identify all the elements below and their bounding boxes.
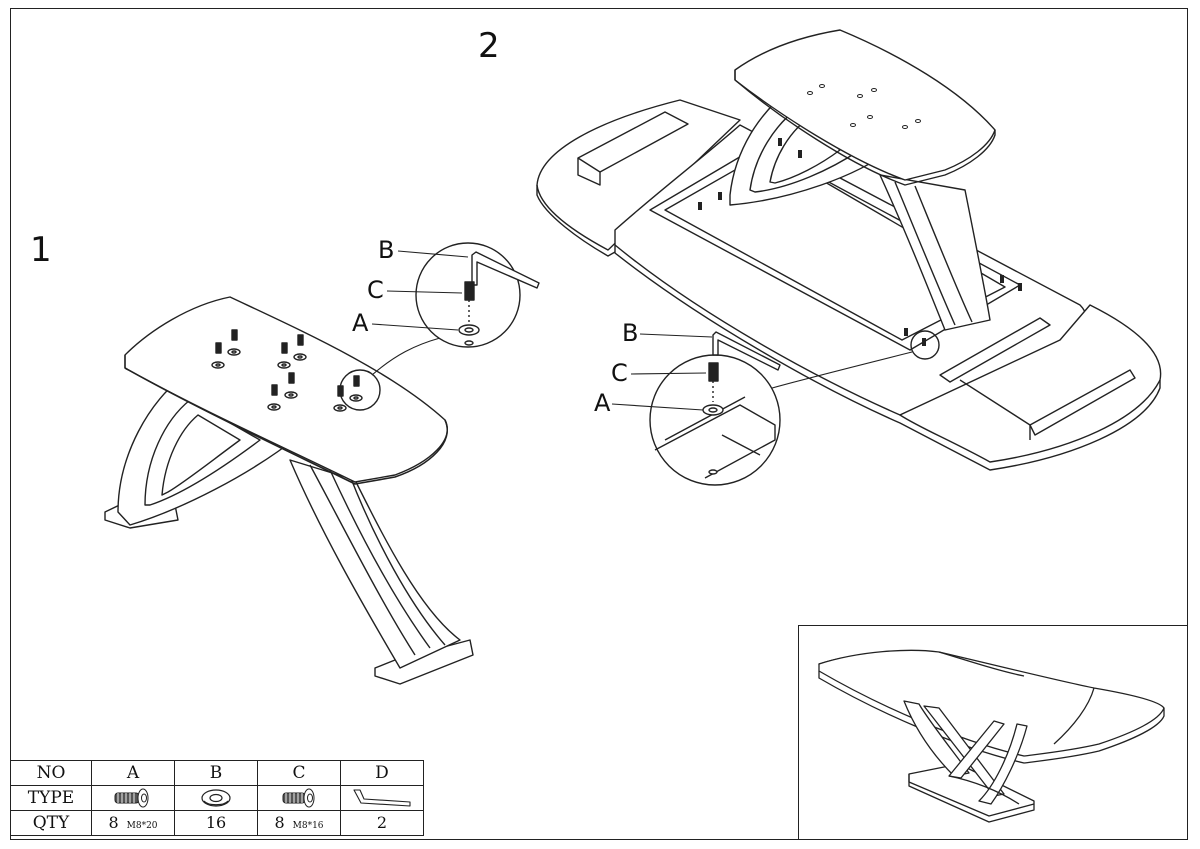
hardware-parts-table: NO A B C D TYPE — [10, 760, 424, 836]
step2-bolt — [708, 362, 719, 382]
table-row-no: NO A B C D — [10, 760, 424, 786]
part-b-type — [174, 785, 258, 811]
bolt-icon — [282, 788, 315, 808]
part-a-qty-value: 8 — [108, 813, 119, 832]
step2-detail-marker — [910, 330, 940, 360]
step1-table-assembly — [104, 242, 540, 685]
part-a-qty: 8 M8*20 — [91, 810, 175, 836]
step1-callout-a: A — [352, 309, 369, 337]
part-a-type — [91, 785, 175, 811]
step2-magnified-detail — [611, 331, 781, 486]
part-d-qty: 2 — [340, 810, 424, 836]
part-d-no: D — [340, 760, 424, 786]
step2-table-assembly — [536, 29, 1162, 486]
row-label-qty: QTY — [10, 810, 92, 836]
step2-right-leaf — [899, 304, 1162, 463]
part-b-no: B — [174, 760, 258, 786]
part-c-size: M8*16 — [292, 821, 324, 831]
part-a-no: A — [91, 760, 175, 786]
table-row-type: TYPE — [10, 785, 424, 811]
part-c-qty-value: 8 — [274, 813, 285, 832]
step2-callout-b: B — [622, 319, 639, 347]
part-b-qty: 16 — [174, 810, 258, 836]
part-c-type — [257, 785, 341, 811]
table-row-qty: QTY 8 M8*20 16 8 M8*16 2 — [10, 810, 424, 836]
step1-callout-c: C — [367, 276, 384, 304]
row-label-type: TYPE — [10, 785, 92, 811]
bolt-icon — [114, 788, 149, 808]
step1-bolt — [464, 281, 475, 301]
finished-table-inset — [798, 625, 1188, 840]
instruction-sheet-border — [10, 8, 1188, 840]
step2-allen-key — [712, 331, 781, 371]
washer-icon — [201, 789, 231, 807]
step1-callout-b: B — [378, 236, 395, 264]
part-d-type — [340, 785, 424, 811]
step1-bolt-positions — [211, 329, 363, 412]
part-c-qty: 8 M8*16 — [257, 810, 341, 836]
part-a-size: M8*20 — [126, 821, 158, 831]
step1-detail-marker — [339, 369, 381, 411]
step-number-2: 2 — [478, 26, 500, 66]
step2-callout-c: C — [611, 359, 628, 387]
step2-callout-a: A — [594, 389, 611, 417]
step1-right-leg — [289, 459, 461, 669]
part-b-qty-value: 16 — [205, 813, 227, 832]
step-number-1: 1 — [30, 230, 52, 270]
part-d-qty-value: 2 — [376, 813, 388, 832]
step1-magnified-detail — [371, 242, 540, 348]
allen-key-icon — [353, 789, 411, 807]
finished-table-drawing — [818, 649, 1165, 823]
row-label-no: NO — [10, 760, 92, 786]
part-c-no: C — [257, 760, 341, 786]
finished-table-base — [908, 763, 1035, 823]
